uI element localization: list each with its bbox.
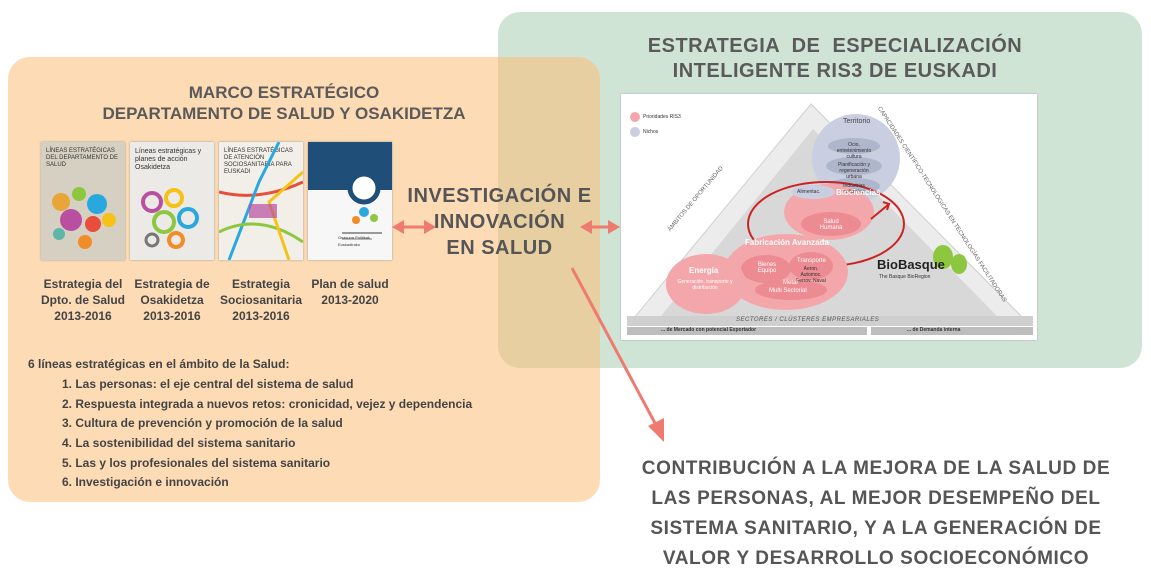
caption-line: 2013-2016	[143, 309, 201, 323]
gear-logo-illustration	[308, 142, 392, 240]
industrias-label: Industrias culturales	[843, 183, 865, 195]
cover-title: LÍNEAS ESTRATÉGICAS DE ATENCIÓN SOCIOSAN…	[224, 148, 293, 175]
ocio-label: Ocio, entretenimiento cultura	[836, 142, 872, 160]
gears-illustration	[52, 187, 116, 249]
contribucion-line4: VALOR Y DESARROLLO SOCIOECONÓMICO	[662, 548, 1090, 569]
left-double-arrow	[392, 220, 436, 234]
document-cover-osakidetza: Líneas estratégicas y planes de acción O…	[130, 142, 214, 260]
fabricacion-label: Fabricación Avanzada	[745, 238, 829, 247]
legend-prioridades: Prioridades RIS3	[643, 114, 681, 120]
right-double-arrow	[580, 220, 620, 234]
territorio-label: Territorio	[843, 118, 871, 125]
sectores-label: SECTORES / CLÚSTERES EMPRESARIALES	[736, 317, 880, 323]
marco-title-line2: DEPARTAMENTO DE SALUD Y OSAKIDETZA	[102, 104, 466, 123]
demanda-label: ... de Demanda interna	[907, 327, 961, 333]
caption-line: Sociosanitaria	[219, 293, 303, 307]
ris3-title-line1: ESTRATEGIA DE ESPECIALIZACIÓN	[647, 35, 1023, 57]
investigacion-line3: EN SALUD	[446, 237, 553, 259]
ris3-title-line2: INTELIGENTE RIS3 DE EUSKADI	[672, 60, 998, 82]
cover-title: Osasuna Politikak Euskadirako	[338, 235, 371, 247]
gears-illustration	[141, 188, 199, 249]
legend-nichos: Nichos	[643, 129, 659, 135]
transporte-label: Transporte	[797, 258, 826, 264]
marco-panel-background	[8, 57, 600, 502]
contribucion-text: CONTRIBUCIÓN A LA MEJORA DE LA SALUD DE …	[606, 454, 1146, 574]
energia-sub-label: Generación, transporte y distribución	[677, 279, 733, 291]
strategic-line: 1. Las personas: el eje central del sist…	[62, 377, 354, 391]
document-caption-plan-salud: Plan de salud 2013-2020	[305, 276, 395, 308]
strategic-line: 3. Cultura de prevención y promoción de …	[62, 416, 343, 430]
biobasque-logo: BioBasque	[877, 257, 945, 272]
marco-title-line1: MARCO ESTRATÉGICO	[188, 83, 380, 102]
caption-line: 2013-2016	[54, 309, 112, 323]
document-cover-sociosanitaria: LÍNEAS ESTRATÉGICAS DE ATENCIÓN SOCIOSAN…	[219, 142, 303, 260]
strategic-line: 5. Las y los profesionales del sistema s…	[62, 456, 331, 470]
biociencias-label: Biociencias	[836, 188, 881, 197]
document-caption-sociosanitaria: Estrategia Sociosanitaria 2013-2016	[216, 276, 306, 324]
strategic-line: 4. La sostenibilidad del sistema sanitar…	[62, 436, 296, 450]
document-caption-dpto-salud: Estrategia del Dpto. de Salud 2013-2016	[38, 276, 128, 324]
investigacion-line2: INNOVACIÓN	[433, 211, 566, 233]
caption-line: Estrategia de	[134, 277, 210, 291]
document-caption-osakidetza: Estrategia de Osakidetza 2013-2016	[127, 276, 217, 324]
caption-line: Dpto. de Salud	[41, 293, 125, 307]
strategic-line: 6. Investigación e innovación	[62, 475, 229, 489]
marco-title: MARCO ESTRATÉGICO DEPARTAMENTO DE SALUD …	[8, 82, 560, 124]
biobasque-sub: The Basque BioRegion	[879, 274, 931, 280]
caption-line: 2013-2020	[321, 293, 379, 307]
planificacion-label: Planificación y regeneración urbana	[838, 162, 870, 180]
energia-label: Energía	[689, 266, 719, 275]
strategic-line: 2. Respuesta integrada a nuevos retos: c…	[62, 397, 473, 411]
ris3-triangle-diagram	[627, 103, 1033, 335]
bienes-equipo-label: Bienes Equipo	[757, 262, 777, 274]
caption-line: Plan de salud	[311, 277, 389, 291]
document-cover-dpto-salud: LÍNEAS ESTRATÉGICAS DEL DEPARTAMENTO DE …	[41, 142, 125, 260]
caption-line: Estrategia	[231, 277, 291, 291]
investigacion-label: INVESTIGACIÓN E INNOVACIÓN EN SALUD	[402, 183, 597, 261]
ris3-title: ESTRATEGIA DE ESPECIALIZACIÓN INTELIGENT…	[570, 34, 1100, 84]
metro-map-illustration	[219, 142, 303, 260]
cover-title: Líneas estratégicas y planes de acción O…	[135, 148, 202, 171]
transporte-sub-label: Aeron. Automoc. Ferrov. Naval	[796, 266, 826, 284]
metal-label: Metal	[783, 280, 798, 286]
mercado-label: ... de Mercado con potencial Exportador	[661, 327, 757, 333]
alimentac-label: Alimentac.	[797, 189, 821, 195]
contribucion-line1: CONTRIBUCIÓN A LA MEJORA DE LA SALUD DE	[641, 458, 1111, 479]
investigacion-line1: INVESTIGACIÓN E	[407, 185, 592, 207]
ris3-diagram: Prioridades RIS3 Nichos Territorio Ocio,…	[621, 94, 1037, 340]
contribucion-line2: LAS PERSONAS, AL MEJOR DESEMPEÑO DEL	[651, 488, 1101, 509]
salud-humana-label: Salud Humana	[819, 219, 843, 231]
caption-line: Estrategia del	[43, 277, 123, 291]
multisectorial-label: Multi Sectorial	[769, 288, 807, 294]
caption-line: Osakidetza	[140, 293, 204, 307]
caption-line: 2013-2016	[232, 309, 290, 323]
cover-title: LÍNEAS ESTRATÉGICAS DEL DEPARTAMENTO DE …	[46, 148, 119, 168]
contribucion-line3: SISTEMA SANITARIO, Y A LA GENERACIÓN DE	[650, 518, 1102, 539]
lines-title: 6 líneas estratégicas en el ámbito de la…	[28, 357, 290, 371]
down-arrow	[570, 267, 664, 442]
document-cover-plan-salud: Osasuna Politikak Euskadirako	[308, 142, 392, 260]
